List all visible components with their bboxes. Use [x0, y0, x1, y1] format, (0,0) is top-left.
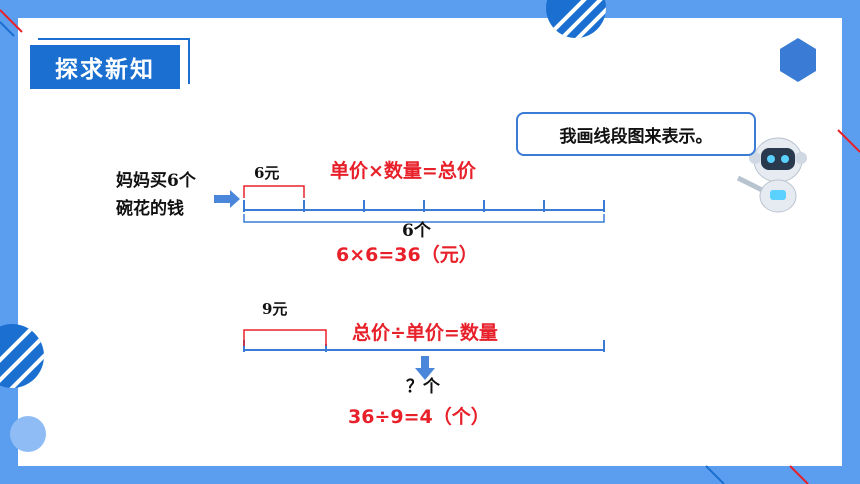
speech-bubble: 我画线段图来表示。 [516, 112, 756, 156]
problem1-count-label: 6个 [402, 221, 431, 241]
problem1-formula: 单价×数量=总价 [330, 160, 476, 182]
slide-card [18, 18, 842, 466]
red-line-right [837, 129, 860, 153]
brace-6-count [243, 214, 605, 223]
problem2-count-label: ？个 [406, 377, 440, 397]
arrow-down-icon [415, 356, 435, 380]
problem1-calculation: 6×6=36（元） [336, 244, 478, 266]
striped-circle-bottom-left [0, 324, 44, 388]
segment-diagram-1 [243, 200, 605, 212]
stripe-decoration-bottom-right [705, 465, 809, 484]
problem1-label-line2: 碗花的钱 [116, 199, 184, 219]
arrow-right-icon [214, 190, 240, 208]
problem2-unit-price: 9元 [262, 300, 288, 318]
hexagon-decoration [780, 38, 816, 82]
stripe-decoration-top-left [0, 9, 23, 37]
problem2-formula: 总价÷单价=数量 [352, 322, 498, 344]
brace-6-yuan [243, 185, 305, 198]
problem2-calculation: 36÷9=4（个） [348, 406, 490, 428]
section-title: 探求新知 [30, 45, 180, 89]
problem1-unit-price: 6元 [254, 164, 280, 182]
robot-icon [736, 137, 807, 213]
striped-circle-top [546, 0, 606, 38]
small-circle-bottom-left [10, 416, 46, 452]
problem1-label-line1: 妈妈买6个 [116, 171, 196, 191]
brace-9-yuan [243, 329, 327, 346]
title-outline [38, 38, 190, 84]
